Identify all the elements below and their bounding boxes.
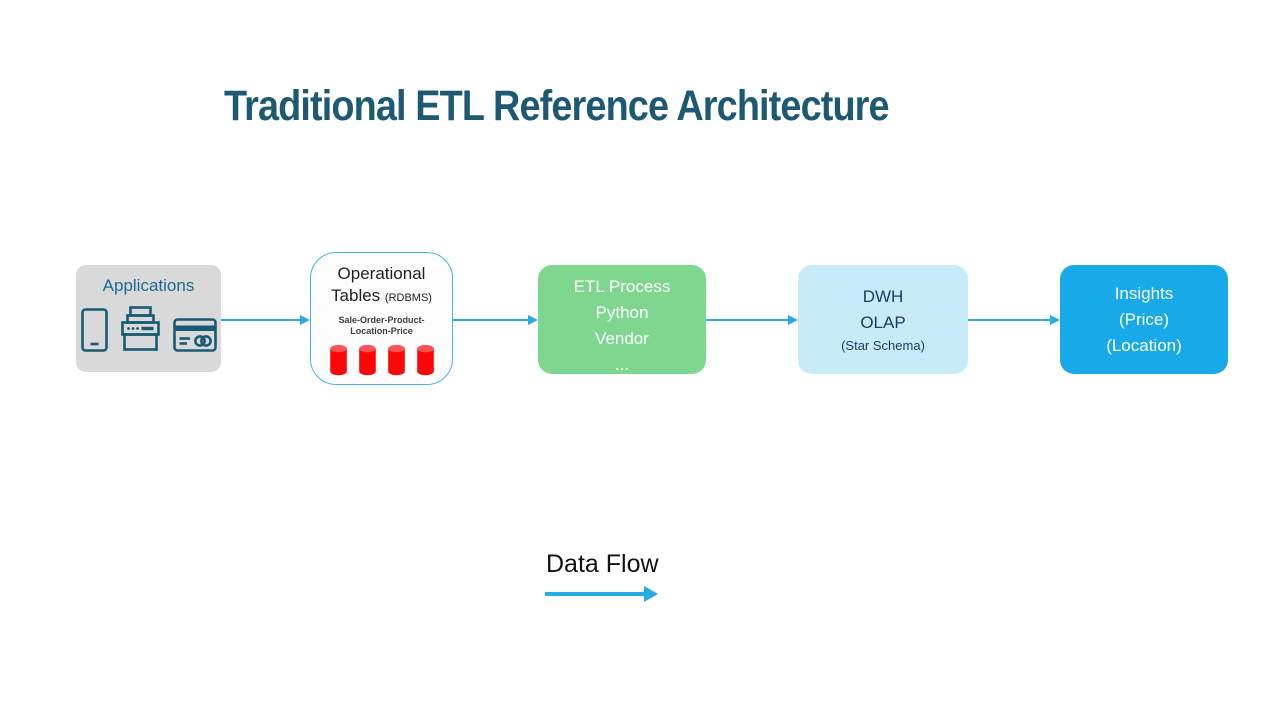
operational-detail: Sale-Order-Product- Location-Price — [338, 315, 425, 336]
page-title: Traditional ETL Reference Architecture — [224, 82, 890, 130]
red-cylinder-database-icon — [416, 344, 435, 377]
insights-line: (Location) — [1106, 335, 1182, 355]
insights-line: Insights — [1114, 283, 1174, 303]
smartphone-icon — [80, 307, 109, 353]
etl-line: ... — [614, 355, 630, 374]
red-cylinder-database-icon — [387, 344, 406, 377]
etl-line: ETL Process — [573, 277, 671, 296]
node-dwh-olap: DWH OLAP (Star Schema) — [798, 265, 968, 374]
operational-title-line2: Tables (RDBMS) — [331, 286, 432, 305]
applications-label: Applications — [102, 276, 195, 295]
dwh-line: DWH — [862, 286, 904, 306]
red-cylinder-database-icon — [329, 344, 348, 377]
red-cylinder-database-icon — [358, 344, 377, 377]
node-operational-tables: Operational Tables (RDBMS) Sale-Order-Pr… — [310, 252, 453, 385]
database-icons-row — [329, 344, 435, 377]
flow-arrow-etl-to-dwh — [706, 319, 789, 321]
dwh-subtitle: (Star Schema) — [841, 337, 925, 353]
data-flow-label: Data Flow — [546, 550, 659, 578]
etl-line: Python — [595, 303, 649, 322]
credit-card-icon — [172, 317, 218, 353]
flow-arrow-dwh-to-insights — [968, 319, 1051, 321]
dwh-line: OLAP — [860, 312, 906, 332]
operational-title-line1: Operational — [337, 264, 426, 283]
node-etl-process: ETL Process Python Vendor ... — [538, 265, 706, 374]
node-applications: Applications — [76, 265, 221, 372]
operational-title-suffix: (RDBMS) — [384, 292, 432, 304]
applications-icons — [80, 305, 218, 353]
insights-line: (Price) — [1118, 309, 1170, 329]
cash-register-icon — [120, 305, 161, 353]
flow-arrow-operational-to-etl — [453, 319, 529, 321]
etl-line: Vendor — [595, 329, 649, 348]
data-flow-arrow-icon — [545, 592, 645, 596]
operational-title: Operational Tables (RDBMS) — [331, 263, 432, 309]
flow-arrow-applications-to-operational — [221, 319, 301, 321]
node-insights: Insights (Price) (Location) — [1060, 265, 1228, 374]
